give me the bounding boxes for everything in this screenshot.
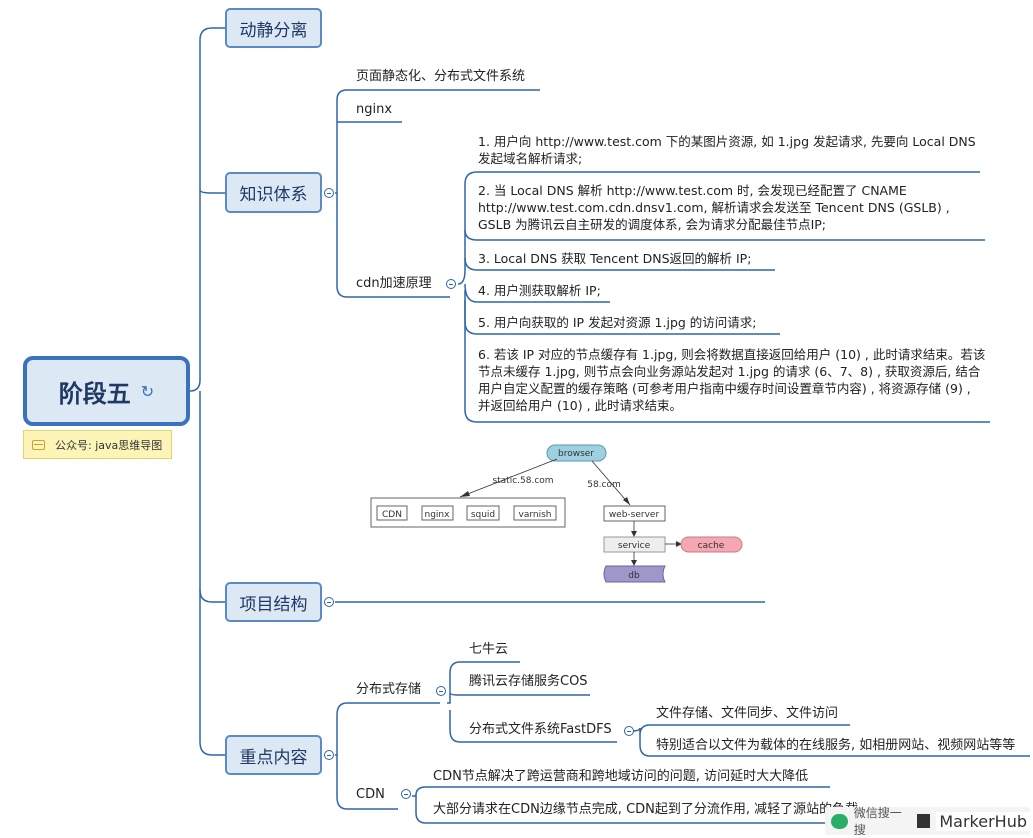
branch-dongjing[interactable]: 动静分离 — [225, 8, 322, 48]
wechat-icon — [831, 813, 848, 829]
nginx-node-label: nginx — [425, 510, 451, 520]
note-text: 公众号: java思维导图 — [55, 438, 163, 452]
browser-node — [546, 444, 607, 462]
collapse-icon[interactable] — [624, 726, 634, 736]
branch-dongjing-label: 动静分离 — [239, 20, 308, 41]
web-server-label: web-server — [609, 510, 660, 520]
topic-fastdfs-features[interactable]: 文件存储、文件同步、文件访问 — [656, 706, 839, 721]
branch-zhishi[interactable]: 知识体系 — [225, 172, 322, 213]
db-node — [603, 565, 666, 583]
web-server-node — [603, 505, 666, 522]
cache-node — [680, 536, 743, 553]
topic-cdn-principle[interactable]: cdn加速原理 — [356, 276, 432, 291]
topic-cdn[interactable]: CDN — [356, 787, 385, 802]
cdn-step-2[interactable]: 2. 当 Local DNS 解析 http://www.test.com 时,… — [478, 183, 950, 232]
service-node — [603, 536, 666, 553]
link-icon: ↻ — [140, 381, 155, 401]
note-icon — [32, 439, 45, 450]
dyn-edge-label: 58.com — [587, 480, 621, 490]
topic-cdn-latency[interactable]: CDN节点解决了跨运营商和跨地域访问的问题, 访问延时大大降低 — [433, 769, 809, 784]
watermark-search: 微信搜一搜 — [853, 806, 902, 837]
search-icon — [917, 814, 931, 828]
collapse-icon[interactable] — [324, 597, 334, 607]
branch-zhongdian[interactable]: 重点内容 — [225, 735, 322, 775]
static-edge-label: static.58.com — [492, 476, 553, 486]
collapse-icon[interactable] — [446, 279, 456, 289]
topic-storage[interactable]: 分布式存储 — [356, 682, 422, 697]
cdn-step-6[interactable]: 6. 若该 IP 对应的节点缓存有 1.jpg, 则会将数据直接返回给用户 (1… — [478, 347, 986, 413]
topic-cos[interactable]: 腾讯云存储服务COS — [469, 674, 588, 689]
topic-fastdfs-usage[interactable]: 特别适合以文件为载体的在线服务, 如相册网站、视频网站等等 — [656, 738, 1016, 753]
squid-node-label: squid — [471, 510, 495, 520]
collapse-icon[interactable] — [436, 686, 446, 696]
collapse-icon[interactable] — [401, 789, 411, 799]
branch-xiangmu-label: 项目结构 — [239, 594, 308, 615]
browser-label: browser — [558, 449, 594, 459]
cdn-step-4[interactable]: 4. 用户测获取解析 IP; — [478, 283, 601, 298]
root-node[interactable]: 阶段五 ↻ — [23, 356, 190, 426]
collapse-icon[interactable] — [324, 188, 334, 198]
cdn-step-3[interactable]: 3. Local DNS 获取 Tencent DNS返回的解析 IP; — [478, 251, 752, 266]
cdn-step-1[interactable]: 1. 用户向 http://www.test.com 下的某图片资源, 如 1.… — [478, 134, 976, 166]
watermark: 微信搜一搜 MarkerHub — [825, 806, 1030, 837]
root-note: 公众号: java思维导图 — [23, 430, 172, 459]
varnish-node-label: varnish — [519, 510, 552, 520]
topic-cdn-offload[interactable]: 大部分请求在CDN边缘节点完成, CDN起到了分流作用, 减轻了源站的负载 — [433, 802, 859, 817]
root-title: 阶段五 — [58, 379, 131, 408]
topic-fastdfs[interactable]: 分布式文件系统FastDFS — [469, 722, 612, 737]
service-label: service — [618, 541, 651, 551]
branch-xiangmu[interactable]: 项目结构 — [225, 582, 322, 622]
branch-zhishi-label: 知识体系 — [239, 185, 308, 205]
topic-nginx[interactable]: nginx — [356, 102, 393, 117]
topic-static[interactable]: 页面静态化、分布式文件系统 — [356, 69, 526, 84]
db-label: db — [628, 571, 640, 581]
topic-qiniu[interactable]: 七牛云 — [469, 642, 509, 657]
collapse-icon[interactable] — [324, 750, 334, 760]
watermark-brand: MarkerHub — [936, 811, 1030, 831]
cdn-node-label: CDN — [382, 510, 402, 520]
cdn-step-5[interactable]: 5. 用户向获取的 IP 发起对资源 1.jpg 的访问请求; — [478, 315, 757, 330]
cache-label: cache — [698, 541, 725, 551]
branch-zhongdian-label: 重点内容 — [239, 747, 308, 768]
